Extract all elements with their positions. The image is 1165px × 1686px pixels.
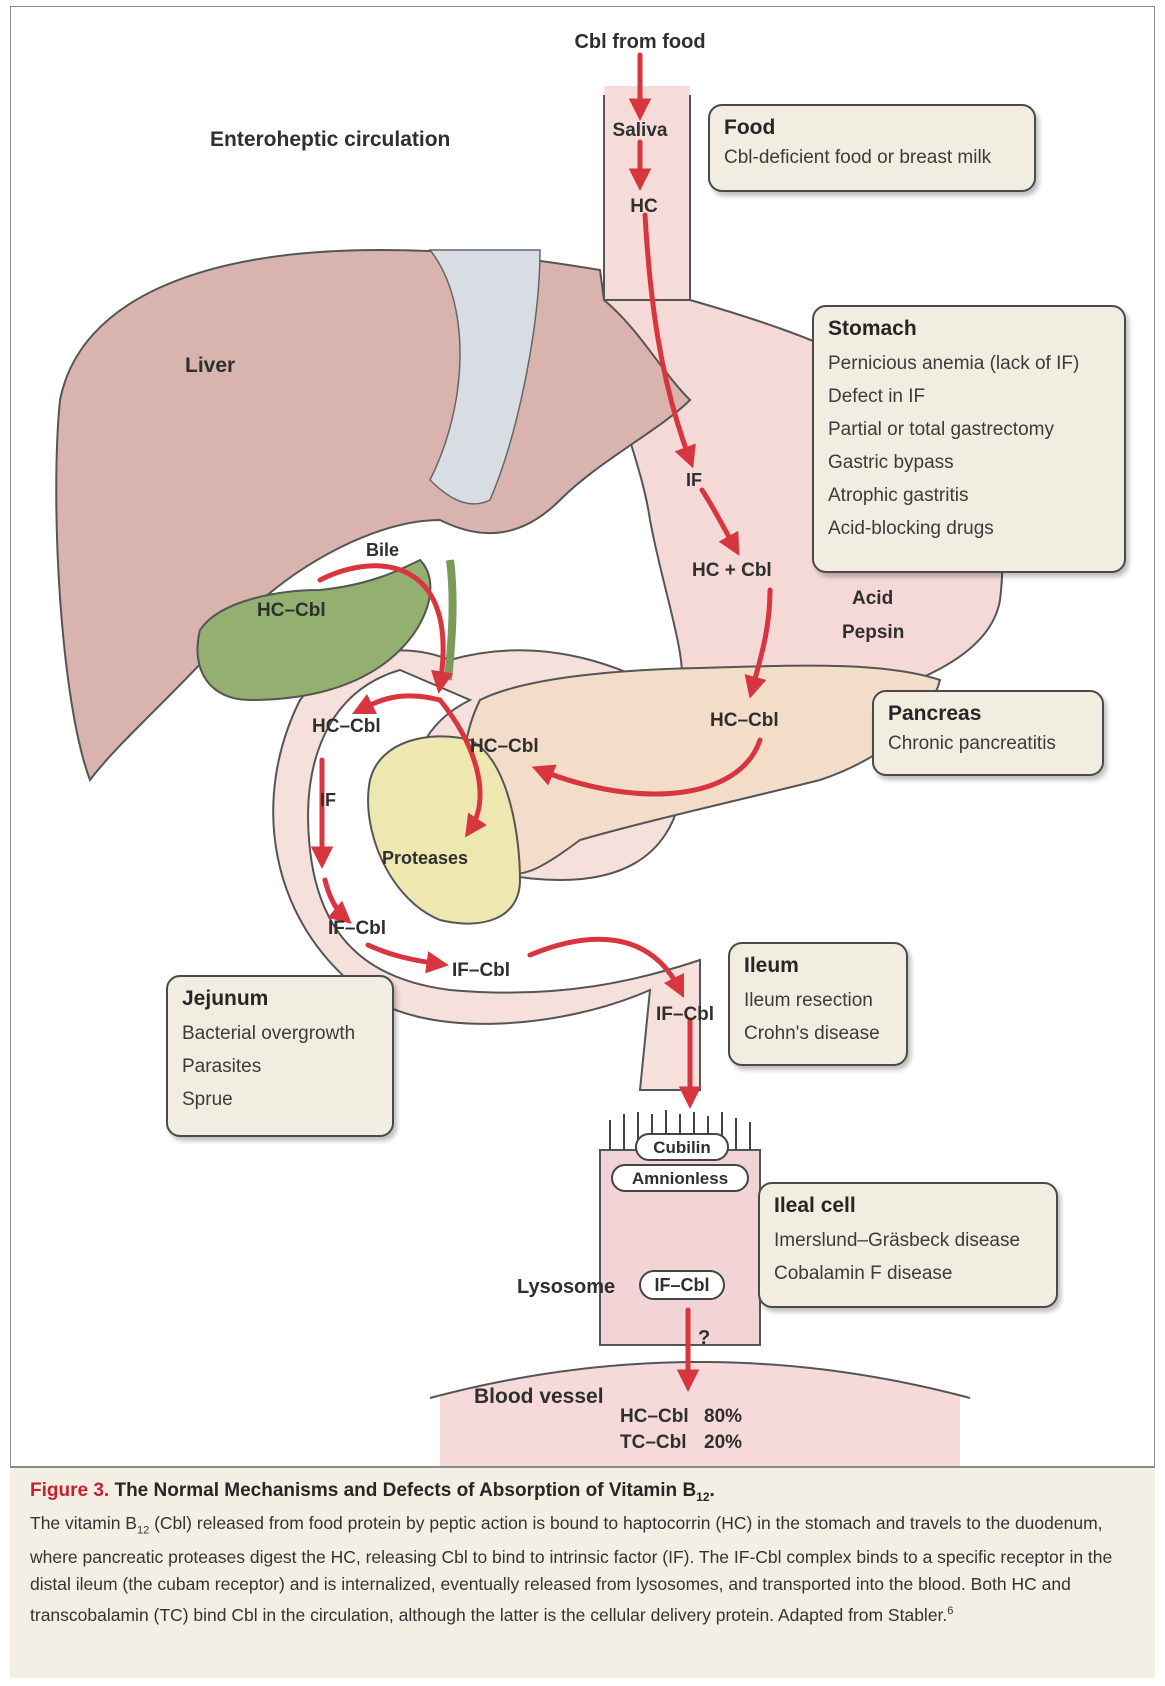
label-pepsin: Pepsin	[842, 622, 904, 643]
caption-title-end: .	[709, 1480, 715, 1501]
arrow-duodenum-left	[351, 693, 443, 715]
label-if-duodenum: IF	[320, 790, 336, 810]
esophagus	[604, 86, 690, 300]
figure-caption: Figure 3. The Normal Mechanisms and Defe…	[10, 1466, 1155, 1678]
caption-title: Figure 3. The Normal Mechanisms and Defe…	[30, 1480, 1135, 1504]
stomach-item: Atrophic gastritis	[828, 485, 969, 506]
label-lysosome: Lysosome	[517, 1276, 615, 1298]
ileum-box: Ileum Ileum resection Crohn's disease	[728, 942, 908, 1066]
cubilin-pill	[635, 1133, 729, 1161]
bile-duct	[444, 559, 457, 681]
arrow-ifcbl-2	[365, 942, 449, 974]
pancreas	[461, 664, 942, 875]
label-hc-cbl-duodenum-left: HC–Cbl	[312, 716, 381, 737]
pancreas-item: Chronic pancreatitis	[888, 733, 1056, 754]
ileal-cell-box: Ileal cell Imerslund–Gräsbeck disease Co…	[758, 1182, 1058, 1308]
label-if-cbl-lysosome: IF–Cbl	[654, 1275, 709, 1295]
stomach-item: Gastric bypass	[828, 452, 954, 473]
pancreas-box-title: Pancreas	[888, 702, 982, 725]
label-tc-cbl-pct: 20%	[704, 1432, 742, 1453]
label-bile: Bile	[366, 540, 399, 560]
caption-body-subscript: 12	[136, 1524, 150, 1537]
blood-vessel	[440, 1362, 960, 1466]
ileum-item: Crohn's disease	[744, 1023, 880, 1044]
arrow-ifcbl-3	[527, 936, 685, 999]
label-hc-cbl-gallbladder: HC–Cbl	[257, 600, 326, 621]
label-if-cbl-1: IF–Cbl	[328, 918, 386, 939]
label-hc-plus-cbl: HC + Cbl	[692, 560, 772, 581]
ligament	[428, 249, 541, 505]
jejunum-item: Bacterial overgrowth	[182, 1023, 356, 1044]
caption-title-text: The Normal Mechanisms and Defects of Abs…	[114, 1480, 697, 1501]
caption-body: The vitamin B12 (Cbl) released from food…	[30, 1510, 1135, 1629]
label-hc-cbl-pct: 80%	[704, 1406, 742, 1427]
ileal-cell-item: Cobalamin F disease	[774, 1263, 953, 1284]
label-cbl-from-food: Cbl from food	[574, 31, 705, 53]
stomach-box-title: Stomach	[828, 317, 917, 340]
label-saliva: Saliva	[613, 120, 668, 141]
stomach-item: Partial or total gastrectomy	[828, 419, 1054, 440]
label-hc-cbl-pancreas: HC–Cbl	[710, 710, 779, 731]
caption-body-1: The vitamin B	[30, 1512, 137, 1533]
jejunum-item: Sprue	[182, 1089, 233, 1110]
label-if-cbl-2: IF–Cbl	[452, 960, 510, 981]
jejunum-box-title: Jejunum	[182, 987, 269, 1010]
label-hc-cbl-blood: HC–Cbl	[620, 1406, 689, 1427]
label-acid: Acid	[852, 588, 893, 609]
ileal-cell-box-title: Ileal cell	[774, 1194, 856, 1217]
label-cubilin: Cubilin	[653, 1138, 711, 1157]
arrow-if-hccbl	[699, 487, 740, 556]
caption-ref: 6	[947, 1605, 954, 1618]
pancreas-head	[367, 735, 522, 925]
caption-title-subscript: 12	[696, 1489, 710, 1504]
jejunum-box: Jejunum Bacterial overgrowth Parasites S…	[166, 975, 394, 1137]
lysosome-pill	[639, 1270, 725, 1300]
ileal-cell-item: Imerslund–Gräsbeck disease	[774, 1230, 1021, 1251]
label-liver: Liver	[185, 354, 235, 377]
label-hc-top: HC	[630, 196, 658, 217]
gallbladder	[196, 558, 432, 702]
food-item: Cbl-deficient food or breast milk	[724, 147, 992, 168]
label-blood-vessel: Blood vessel	[474, 1385, 604, 1408]
ileum-item: Ileum resection	[744, 990, 873, 1011]
ileum-box-title: Ileum	[744, 954, 799, 977]
stomach-item: Defect in IF	[828, 386, 926, 407]
label-hc-cbl-duodenum-mid: HC–Cbl	[470, 736, 539, 757]
blood-vessel-edge	[429, 1361, 971, 1399]
caption-figure-label: Figure 3.	[30, 1480, 110, 1501]
arrow-bile	[317, 563, 454, 694]
arrow-pancreas-duodenum	[531, 737, 763, 797]
label-amnionless: Amnionless	[632, 1169, 728, 1188]
stomach-item: Acid-blocking drugs	[828, 518, 994, 539]
label-enterohepatic: Enteroheptic circulation	[210, 128, 450, 151]
stomach-item: Pernicious anemia (lack of IF)	[828, 353, 1080, 374]
label-if-stomach: IF	[686, 470, 702, 490]
caption-body-2: (Cbl) released from food protein by pept…	[30, 1512, 1113, 1626]
arrow-protease-loop	[437, 697, 487, 838]
pancreas-box: Pancreas Chronic pancreatitis	[872, 690, 1104, 776]
label-if-cbl-3: IF–Cbl	[656, 1004, 714, 1025]
label-proteases: Proteases	[382, 848, 468, 868]
arrow-ifcbl-1	[322, 877, 352, 924]
arrow-stomach-pancreas	[744, 587, 773, 699]
food-box: Food Cbl-deficient food or breast milk	[708, 104, 1036, 192]
label-question: ?	[698, 1327, 710, 1349]
jejunum-item: Parasites	[182, 1056, 262, 1077]
arrows	[310, 52, 773, 1392]
arrow-hc-if	[642, 212, 696, 469]
amnionless-pill	[611, 1164, 749, 1192]
label-tc-cbl-blood: TC–Cbl	[620, 1432, 687, 1453]
food-box-title: Food	[724, 116, 776, 139]
stomach-box: Stomach Pernicious anemia (lack of IF) D…	[812, 305, 1126, 573]
